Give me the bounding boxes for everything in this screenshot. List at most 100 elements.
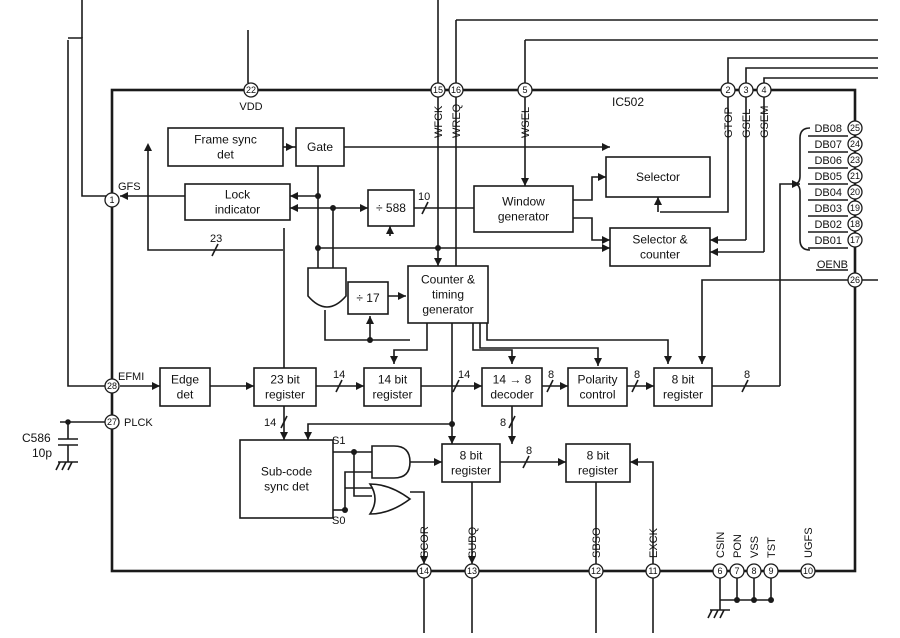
block-label: Selector & (632, 233, 687, 247)
pin-number: 9 (768, 566, 773, 576)
block-selector: Selector (605, 156, 711, 198)
bus-label-8d: 8 (500, 417, 506, 429)
pin-label: DB02 (814, 219, 842, 231)
internal-wires (120, 97, 848, 564)
bus-label-14c: 14 (264, 417, 276, 429)
block-label: register (451, 464, 491, 478)
pin-exck: 11 EXCK (645, 527, 661, 579)
pin-number: 19 (850, 203, 860, 213)
or-gate (368, 483, 412, 515)
block-label: Edge (171, 373, 199, 387)
pin-number: 15 (433, 85, 443, 95)
pin-number: 22 (246, 85, 256, 95)
pin-label: DB01 (814, 235, 842, 247)
pin-number: 13 (467, 566, 477, 576)
pin-label: TST (766, 537, 778, 558)
bus-label-8e: 8 (526, 445, 532, 457)
pin-label: EFMI (118, 371, 144, 383)
pin-label: SUBQ (467, 526, 479, 558)
pin-label: DB06 (814, 155, 842, 167)
block-gate: Gate (295, 127, 345, 167)
block-label: generator (422, 303, 473, 317)
pin-label: CSIN (715, 532, 727, 558)
block-label: Gate (307, 140, 333, 154)
block-label: decoder (490, 388, 533, 402)
pin-ugfs: 10 UGFS (800, 527, 816, 579)
or-gate-vertical (307, 267, 347, 308)
block-label: ÷ 588 (376, 201, 406, 215)
pin-subq: 13 SUBQ (464, 526, 480, 579)
block-label: Counter & (421, 273, 475, 287)
capacitor-value: 10p (32, 446, 52, 460)
pin-label: PLCK (124, 417, 153, 429)
pin-label: VDD (239, 101, 262, 113)
pin-db01: 17 DB01 (814, 232, 863, 248)
block-label: Selector (636, 170, 680, 184)
pin-number: 18 (850, 219, 860, 229)
pin-sbso: 12 SBSO (588, 527, 604, 579)
pin-number: 11 (648, 566, 657, 576)
block-label: register (265, 388, 305, 402)
pin-db02: 18 DB02 (814, 216, 863, 232)
block-label: det (177, 388, 194, 402)
pin-label: WREQ (451, 103, 463, 138)
block-label: ÷ 17 (356, 291, 380, 305)
pin-number: 6 (717, 566, 722, 576)
block-label: 8 bit (460, 449, 483, 463)
pin-label: GSEL (741, 109, 753, 138)
block-label: timing (432, 288, 464, 302)
pin-number: 17 (850, 235, 860, 245)
block-label: register (663, 388, 703, 402)
bus-label-8c: 8 (744, 369, 750, 381)
pin-label: SBSO (591, 527, 603, 558)
pin-label: EXCK (648, 527, 660, 558)
pin-label: UGFS (803, 527, 815, 558)
block-label: 8 bit (587, 449, 610, 463)
pin-number: 14 (419, 566, 429, 576)
block-label: Sub-code (261, 465, 313, 479)
pin-number: 2 (725, 85, 730, 95)
pin-label: DB05 (814, 171, 842, 183)
block-label: sync det (264, 480, 309, 494)
block-label: det (217, 148, 234, 162)
pin-label: PON (732, 534, 744, 558)
block-div17: ÷ 17 (347, 281, 389, 315)
block-label: Lock (225, 188, 251, 202)
block-div588: ÷ 588 (367, 189, 415, 227)
pin-number: 12 (591, 566, 601, 576)
pin-number: 3 (743, 85, 748, 95)
pin-plck: 27 PLCK (104, 414, 153, 430)
pin-label: OENB (817, 259, 848, 271)
signal-s1: S1 (332, 435, 345, 447)
pin-tst: 9 TST (763, 537, 779, 579)
pin-csin: 6 CSIN (712, 532, 728, 579)
bus-label-588: 10 (418, 191, 430, 203)
block-label: 14 bit (378, 373, 408, 387)
block-label: 14 → 8 (493, 373, 532, 387)
pin-number: 28 (107, 381, 117, 391)
pins: 22VDD15WFCK16WREQ5WSEL2GTOP3GSEL4GSEM1GF… (104, 82, 863, 579)
pin-number: 27 (107, 417, 117, 427)
block-selector-counter: Selector &counter (609, 227, 711, 267)
pin-number: 4 (761, 85, 766, 95)
pin-number: 10 (803, 566, 813, 576)
